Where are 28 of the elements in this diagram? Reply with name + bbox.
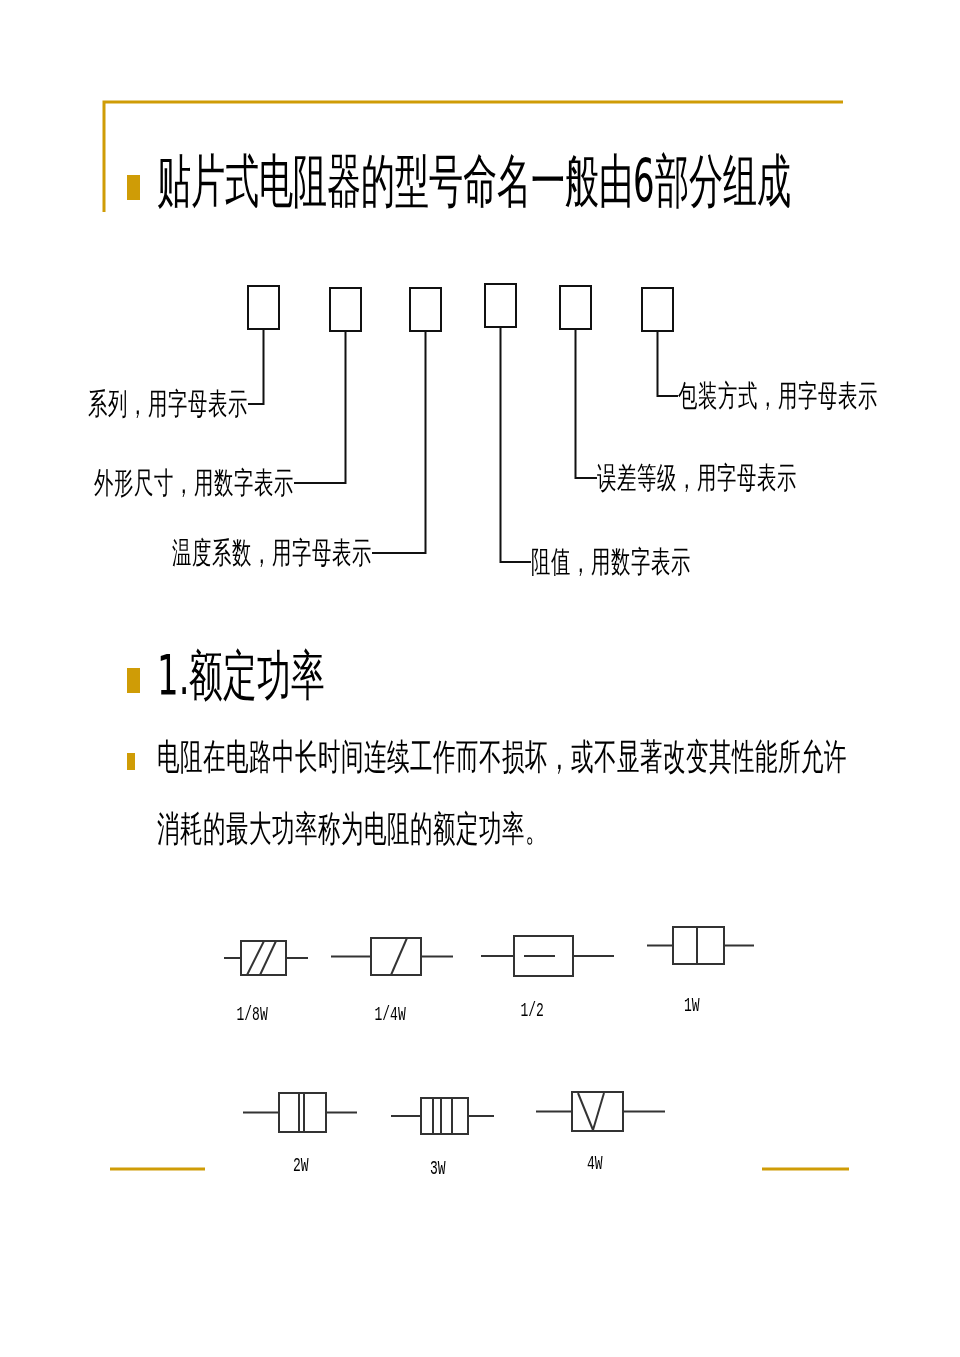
power-label: 2W [293, 1154, 309, 1178]
power-label: 1/4W [374, 1003, 406, 1027]
code-box [484, 283, 517, 328]
leader-label: 阻值，用数字表示 [531, 545, 691, 579]
leader-line [247, 329, 265, 405]
leader-label: 系列，用字母表示 [88, 387, 248, 421]
code-box [559, 285, 592, 330]
paragraph: 电阻在电路中长时间连续工作而不损坏，或不显著改变其性能所允许消耗的最大功率称为电阻的额定功率。 [157, 734, 848, 851]
leader-label: 外形尺寸，用数字表示 [94, 466, 294, 500]
power-label: 1/2 [520, 999, 544, 1023]
leader-line [293, 331, 347, 484]
code-box [329, 287, 362, 332]
code-box [247, 285, 280, 330]
leader-label: 温度系数，用字母表示 [172, 536, 372, 570]
leader-label: 包装方式，用字母表示 [678, 379, 878, 413]
leader-line [656, 331, 679, 397]
leader-line [574, 329, 598, 479]
slide-title: 贴片式电阻器的型号命名一般由6部分组成 [157, 149, 791, 213]
leader-line [371, 331, 427, 554]
power-label: 3W [430, 1157, 446, 1181]
leader-line [499, 327, 532, 563]
power-label: 1/8W [236, 1003, 268, 1027]
code-box [641, 287, 674, 332]
leader-label: 误差等级，用字母表示 [597, 461, 797, 495]
power-label: 1W [684, 994, 700, 1018]
power-label: 4W [587, 1152, 603, 1176]
code-box [409, 287, 442, 332]
section-heading: 1.额定功率 [157, 646, 326, 706]
